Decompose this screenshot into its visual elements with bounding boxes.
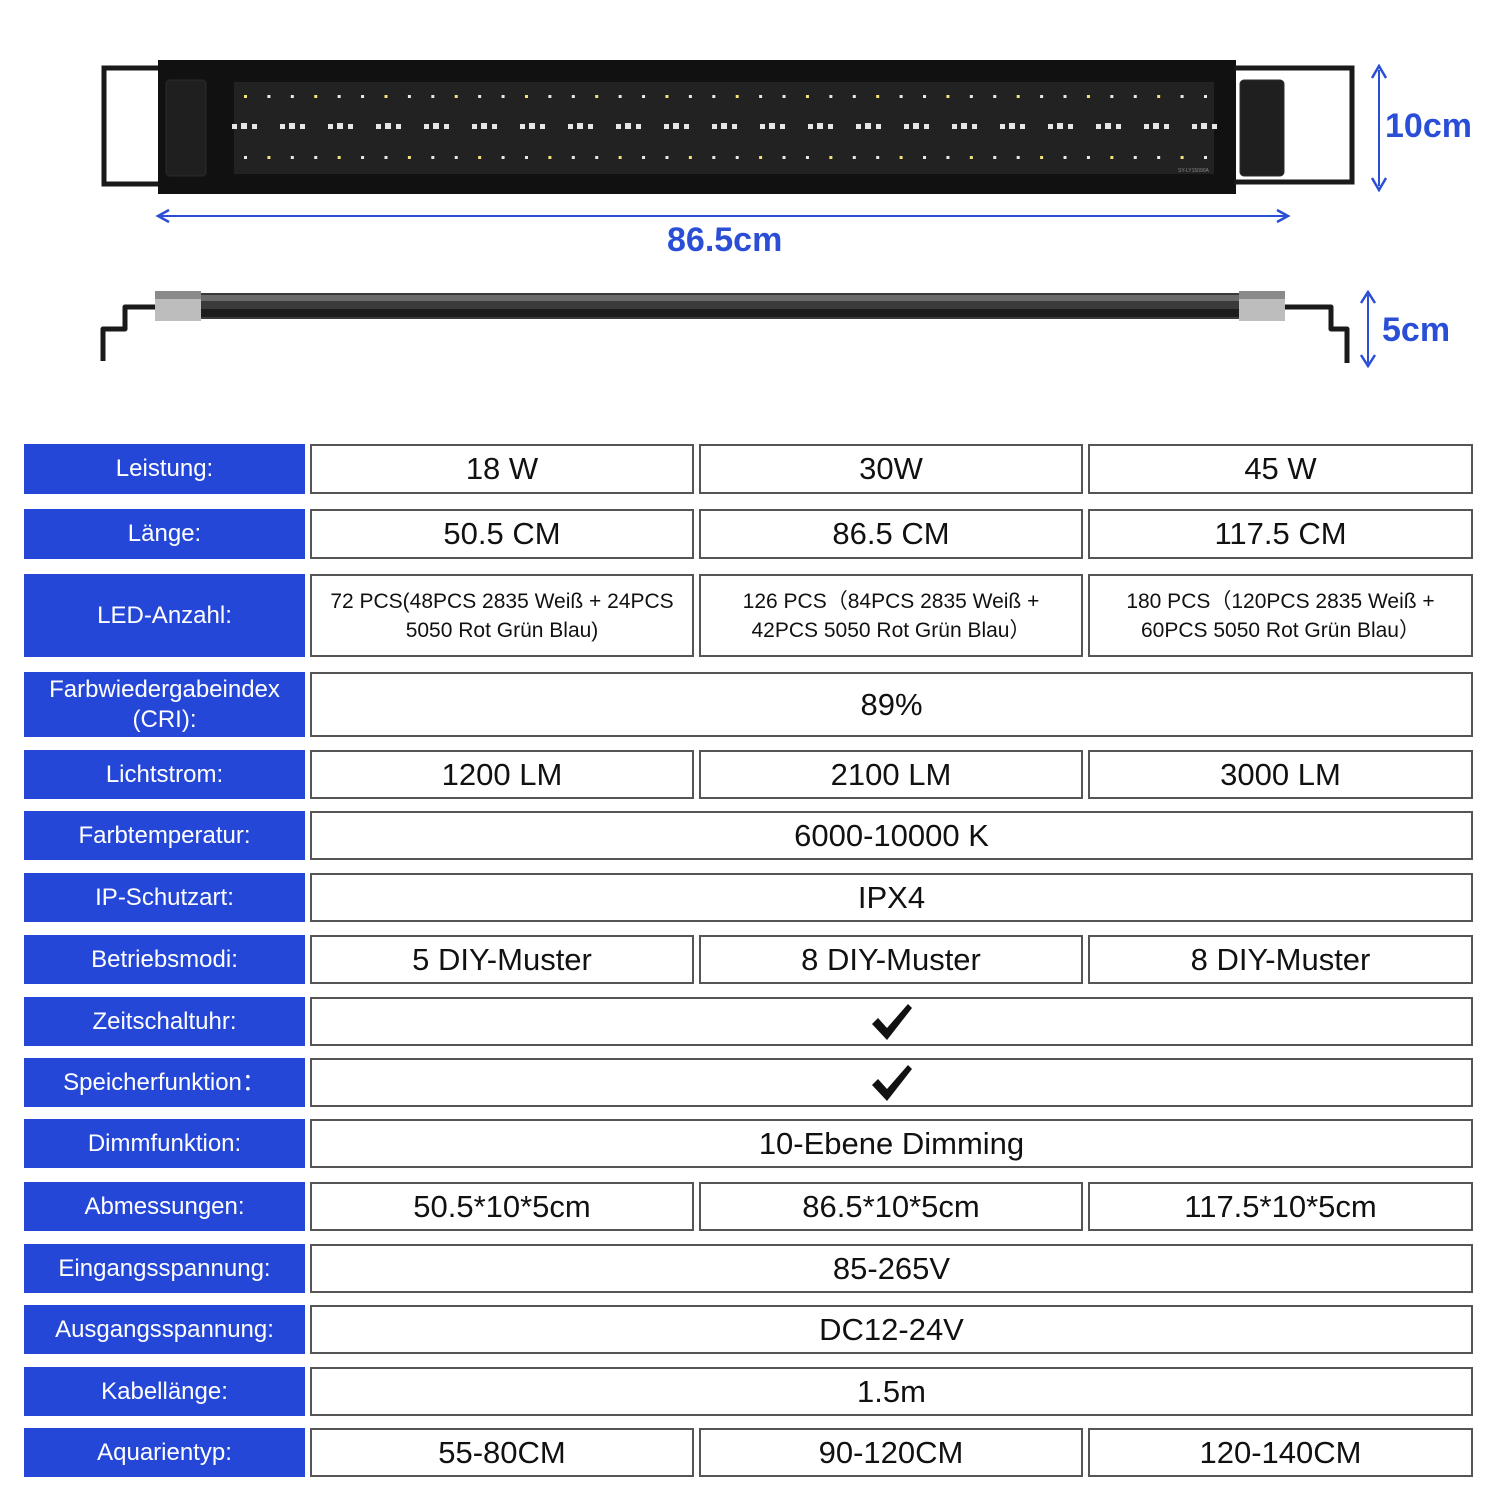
spec-value: 30W	[699, 444, 1083, 494]
height-dimension-label: 10cm	[1385, 107, 1472, 145]
spec-value: 6000-10000 K	[310, 811, 1473, 860]
led-light-side-view	[100, 291, 1350, 363]
spec-label: Eingangsspannung:	[24, 1244, 305, 1293]
led-light-top-view: SY-LY15090A	[101, 60, 1295, 194]
checkmark-icon	[871, 1003, 912, 1040]
spec-row-cri: Farbwiedergabeindex (CRI): 89%	[24, 672, 1473, 737]
spec-value	[310, 1058, 1473, 1107]
spec-label: Farbtemperatur:	[24, 811, 305, 860]
depth-dimension-arrow	[1359, 290, 1377, 368]
spec-value: 117.5*10*5cm	[1088, 1182, 1473, 1231]
spec-label: Zeitschaltuhr:	[24, 997, 305, 1046]
spec-label: Leistung:	[24, 444, 305, 494]
spec-value: IPX4	[310, 873, 1473, 922]
spec-label: Dimmfunktion:	[24, 1119, 305, 1168]
spec-row-length: Länge: 50.5 CM 86.5 CM 117.5 CM	[24, 509, 1473, 559]
height-dimension-arrow	[1370, 64, 1388, 192]
spec-row-power: Leistung: 18 W 30W 45 W	[24, 444, 1473, 494]
length-dimension-label: 86.5cm	[667, 221, 783, 259]
led-dots	[232, 95, 1217, 159]
spec-row-ip-rating: IP-Schutzart: IPX4	[24, 873, 1473, 922]
spec-value: 10-Ebene Dimming	[310, 1119, 1473, 1168]
spec-label: Lichtstrom:	[24, 750, 305, 799]
spec-value: 85-265V	[310, 1244, 1473, 1293]
spec-label: Länge:	[24, 509, 305, 559]
spec-value: 90-120CM	[699, 1428, 1083, 1477]
spec-value: 50.5*10*5cm	[310, 1182, 694, 1231]
spec-row-input-voltage: Eingangsspannung: 85-265V	[24, 1244, 1473, 1293]
spec-value: 8 DIY-Muster	[1088, 935, 1473, 984]
left-end-cap	[165, 79, 207, 177]
spec-value: DC12-24V	[310, 1305, 1473, 1354]
right-end-cap	[1239, 79, 1285, 177]
spec-row-memory: Speicherfunktion：	[24, 1058, 1473, 1107]
left-bracket	[101, 65, 158, 187]
spec-value: 2100 LM	[699, 750, 1083, 799]
spec-row-dimming: Dimmfunktion: 10-Ebene Dimming	[24, 1119, 1473, 1168]
spec-value: 1200 LM	[310, 750, 694, 799]
spec-label: Abmessungen:	[24, 1182, 305, 1231]
spec-value: 45 W	[1088, 444, 1473, 494]
spec-row-output-voltage: Ausgangsspannung: DC12-24V	[24, 1305, 1473, 1354]
spec-value: 18 W	[310, 444, 694, 494]
spec-label: Ausgangsspannung:	[24, 1305, 305, 1354]
spec-label: LED-Anzahl:	[24, 574, 305, 657]
spec-row-dimensions: Abmessungen: 50.5*10*5cm 86.5*10*5cm 117…	[24, 1182, 1473, 1231]
spec-label: Speicherfunktion：	[24, 1058, 305, 1107]
model-code: SY-LY15090A	[1178, 168, 1210, 174]
spec-label: Betriebsmodi:	[24, 935, 305, 984]
spec-value: 117.5 CM	[1088, 509, 1473, 559]
spec-row-timer: Zeitschaltuhr:	[24, 997, 1473, 1046]
spec-label: Kabellänge:	[24, 1367, 305, 1416]
spec-value: 126 PCS（84PCS 2835 Weiß + 42PCS 5050 Rot…	[699, 574, 1083, 657]
spec-value: 5 DIY-Muster	[310, 935, 694, 984]
spec-value: 86.5 CM	[699, 509, 1083, 559]
spec-value: 50.5 CM	[310, 509, 694, 559]
spec-row-color-temperature: Farbtemperatur: 6000-10000 K	[24, 811, 1473, 860]
spec-label: Aquarientyp:	[24, 1428, 305, 1477]
checkmark-icon	[871, 1064, 912, 1101]
spec-value: 180 PCS（120PCS 2835 Weiß + 60PCS 5050 Ro…	[1088, 574, 1473, 657]
spec-row-operating-modes: Betriebsmodi: 5 DIY-Muster 8 DIY-Muster …	[24, 935, 1473, 984]
spec-value: 1.5m	[310, 1367, 1473, 1416]
spec-value: 3000 LM	[1088, 750, 1473, 799]
spec-label: Farbwiedergabeindex (CRI):	[24, 672, 305, 737]
spec-value: 86.5*10*5cm	[699, 1182, 1083, 1231]
length-dimension-arrow	[155, 208, 1291, 224]
right-extension-bracket	[1234, 65, 1355, 185]
spec-label: IP-Schutzart:	[24, 873, 305, 922]
spec-row-led-count: LED-Anzahl: 72 PCS(48PCS 2835 Weiß + 24P…	[24, 574, 1473, 657]
spec-value: 55-80CM	[310, 1428, 694, 1477]
spec-value: 89%	[310, 672, 1473, 737]
spec-value	[310, 997, 1473, 1046]
spec-value: 8 DIY-Muster	[699, 935, 1083, 984]
spec-value: 72 PCS(48PCS 2835 Weiß + 24PCS 5050 Rot …	[310, 574, 694, 657]
spec-value: 120-140CM	[1088, 1428, 1473, 1477]
depth-dimension-label: 5cm	[1382, 311, 1451, 349]
spec-row-luminous-flux: Lichtstrom: 1200 LM 2100 LM 3000 LM	[24, 750, 1473, 799]
spec-row-cable-length: Kabellänge: 1.5m	[24, 1367, 1473, 1416]
spec-row-aquarium-type: Aquarientyp: 55-80CM 90-120CM 120-140CM	[24, 1428, 1473, 1477]
